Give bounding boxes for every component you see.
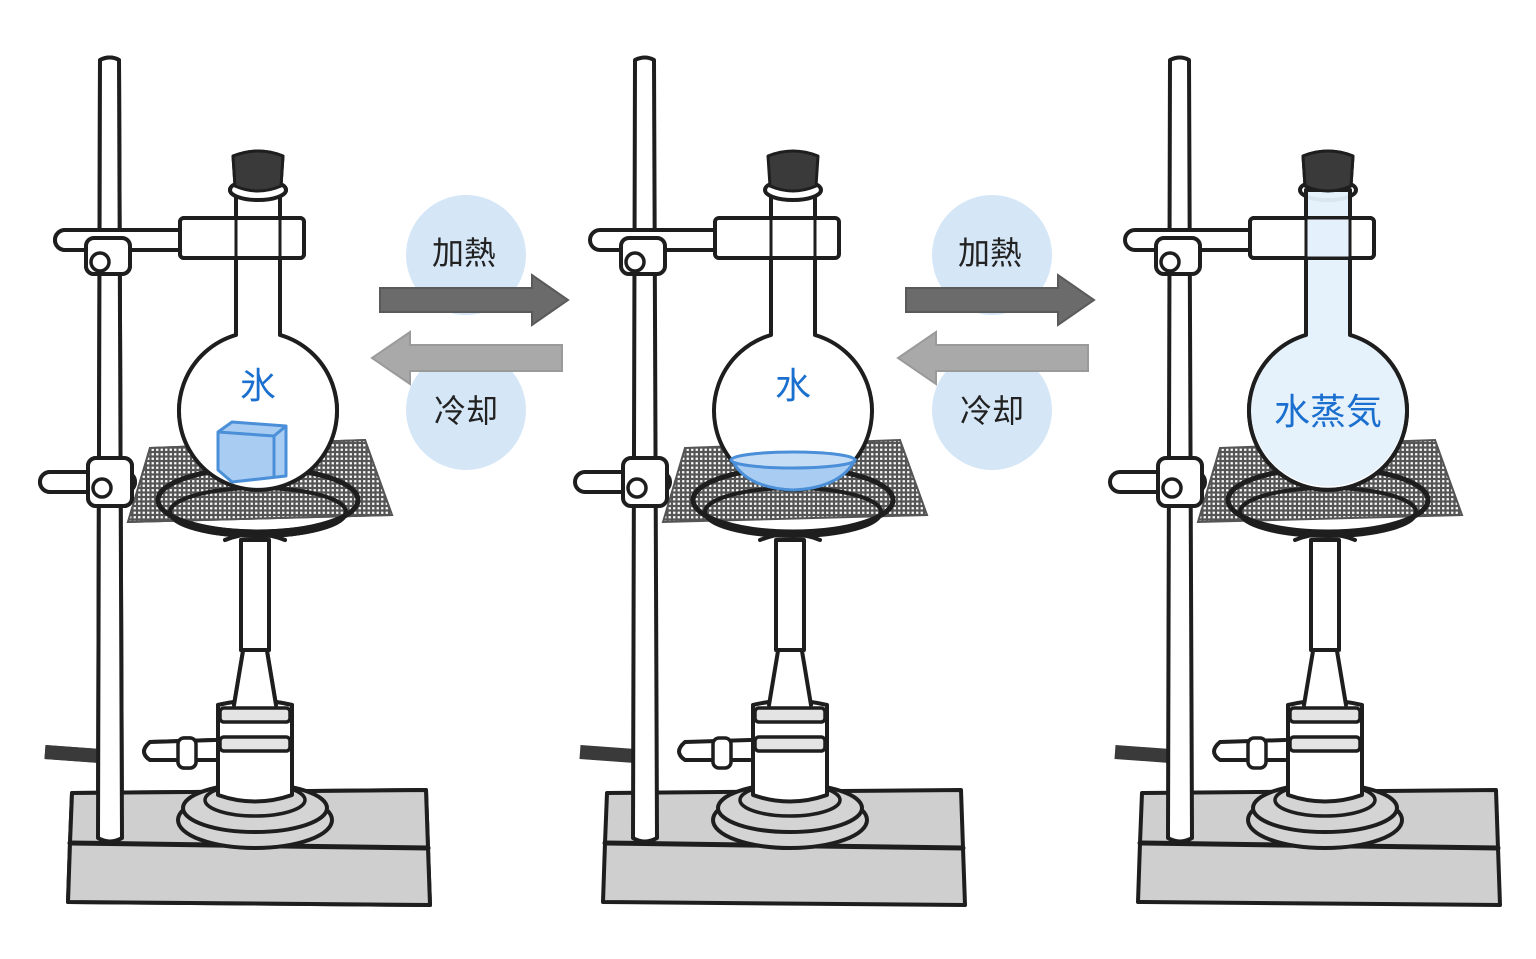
cool-bubble xyxy=(932,350,1052,470)
stage-label: 水 xyxy=(775,366,811,407)
transition-water-steam: 加熱 冷却 xyxy=(896,195,1096,470)
stage-water: 水 xyxy=(575,58,965,906)
cool-bubble xyxy=(406,350,526,470)
heat-arrow xyxy=(379,273,570,327)
steam-fill xyxy=(1247,149,1409,492)
heat-label: 加熱 xyxy=(958,234,1022,272)
cool-arrow xyxy=(896,330,1089,386)
stage-label: 氷 xyxy=(240,366,276,407)
stage-ice: 氷 xyxy=(40,58,430,906)
heat-bubble xyxy=(406,195,526,315)
cool-arrow xyxy=(370,330,563,386)
heat-bubble xyxy=(932,195,1052,315)
ice-cube xyxy=(216,420,288,484)
heat-arrow xyxy=(905,273,1096,327)
transition-ice-water: 加熱 冷却 xyxy=(370,195,570,470)
stage-steam: 水蒸気 xyxy=(1110,58,1500,906)
cool-label: 冷却 xyxy=(960,392,1024,430)
stage-label: 水蒸気 xyxy=(1274,392,1382,433)
water-pool xyxy=(729,450,858,492)
heat-label: 加熱 xyxy=(432,234,496,272)
cool-label: 冷却 xyxy=(434,392,498,430)
